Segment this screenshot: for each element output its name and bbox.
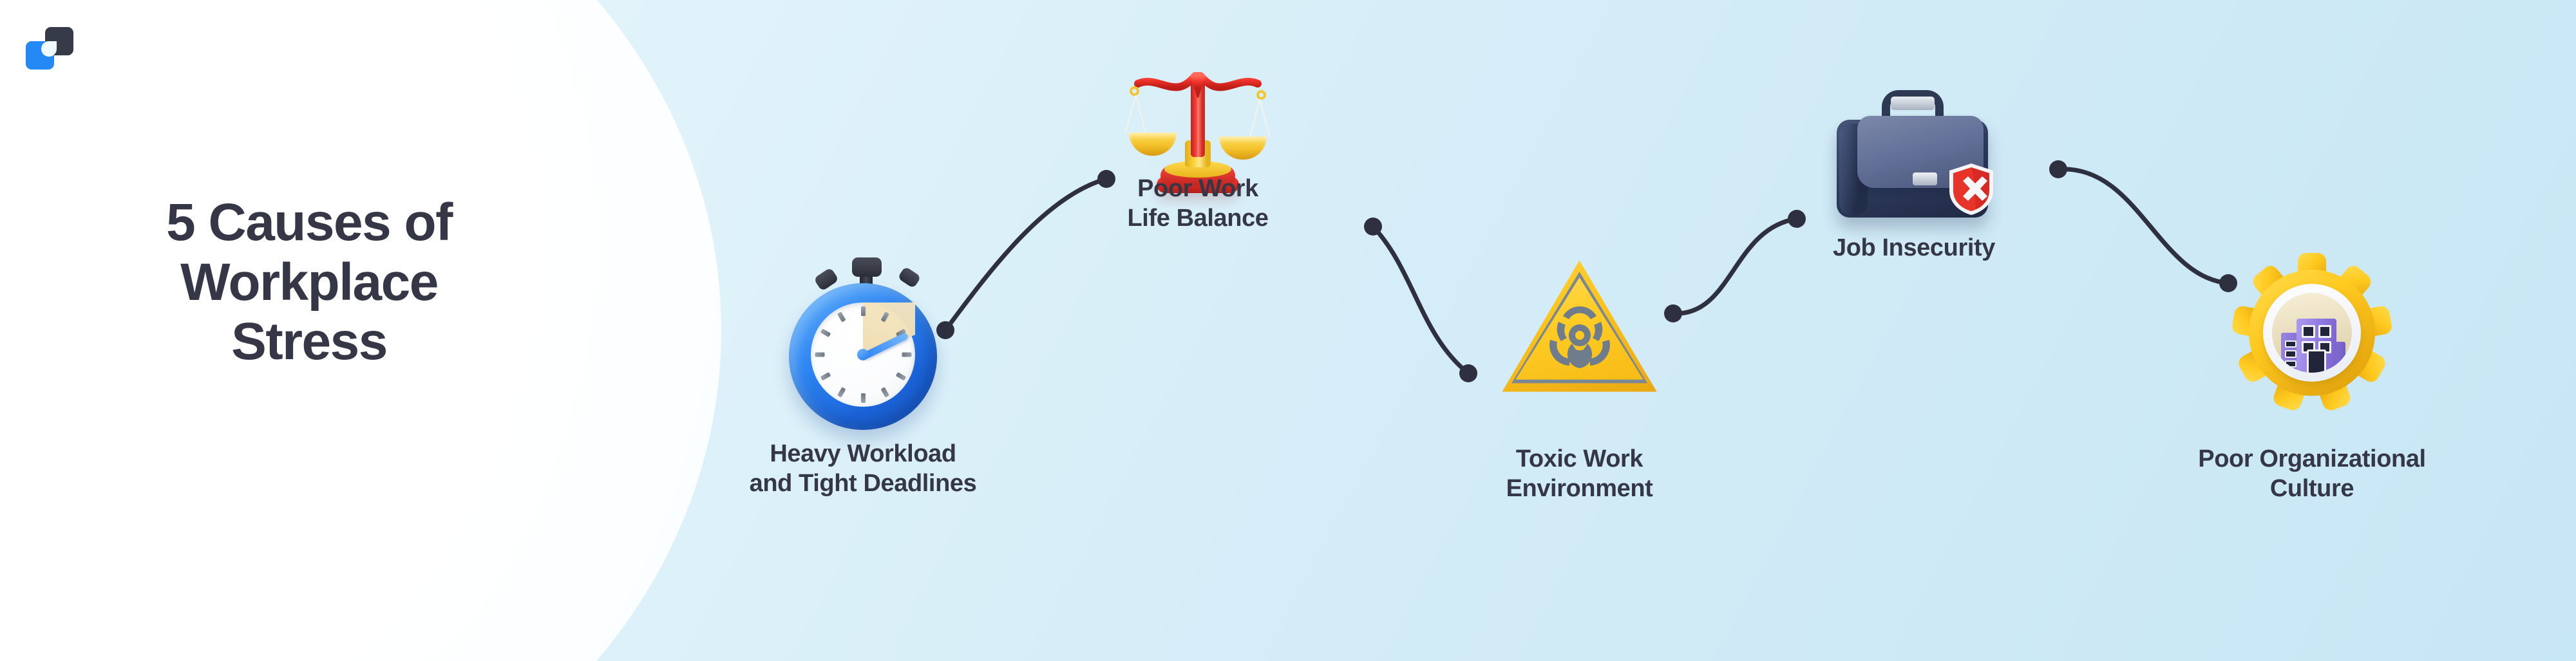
cause-label-2-line-1: Poor Work — [1137, 175, 1258, 202]
stopwatch-bezel — [789, 283, 937, 430]
stopwatch-right-button — [897, 266, 922, 289]
cause-label-3: Toxic Work Environment — [1439, 444, 1719, 504]
brand-logo[interactable] — [26, 27, 73, 70]
biohazard-symbol — [1549, 306, 1610, 369]
scales-post — [1191, 80, 1205, 157]
cause-item-3[interactable]: Toxic Work Environment — [1501, 257, 1658, 502]
scales-hook-right — [1256, 90, 1266, 100]
connector-4-5 — [2056, 167, 2231, 286]
cause-label-4-line-1: Job Insecurity — [1832, 234, 1996, 261]
stopwatch-crown — [852, 257, 882, 277]
gear-window — [2272, 293, 2352, 373]
connector-2-3 — [1370, 224, 1471, 376]
scales-pan-right — [1219, 136, 1267, 160]
balance-scales-icon — [1124, 58, 1271, 193]
page-title-line-3: Stress — [231, 312, 388, 371]
alert-shield-icon — [1949, 163, 1993, 215]
briefcase-handle-grip — [1890, 97, 1935, 110]
cause-item-1[interactable]: Heavy Workload and Tight Deadlines — [750, 257, 977, 497]
cause-label-5: Poor Organizational Culture — [2170, 444, 2454, 504]
page-title-line-2: Workplace — [180, 252, 439, 312]
cause-label-2-line-2: Life Balance — [1127, 205, 1269, 232]
stopwatch-dial — [811, 303, 915, 407]
cause-label-4: Job Insecurity — [1779, 233, 2049, 263]
briefcase-clasp — [1913, 172, 1937, 185]
page-title-line-1: 5 Causes of — [166, 193, 453, 252]
scales-hook-left — [1130, 86, 1139, 96]
logo-notch — [41, 41, 57, 57]
biohazard-warning-icon — [1501, 257, 1658, 400]
cause-label-5-line-2: Culture — [2269, 475, 2354, 503]
gear-building-icon — [2231, 252, 2392, 413]
cause-label-3-line-2: Environment — [1506, 475, 1653, 503]
briefcase-alert-icon — [1837, 90, 1993, 219]
cause-item-2[interactable]: Poor Work Life Balance — [1124, 58, 1271, 232]
cause-item-4[interactable]: Job Insecurity — [1833, 90, 1995, 261]
page-title: 5 Causes of Workplace Stress — [64, 193, 554, 372]
cause-label-1-line-2: and Tight Deadlines — [749, 470, 977, 498]
cause-label-1-line-1: Heavy Workload — [770, 440, 956, 467]
cause-label-5-line-1: Poor Organizational — [2198, 445, 2426, 472]
cause-label-1: Heavy Workload and Tight Deadlines — [724, 439, 1001, 499]
cause-label-3-line-1: Toxic Work — [1515, 445, 1643, 472]
cause-item-5[interactable]: Poor Organizational Culture — [2198, 252, 2426, 502]
scales-pan-left — [1129, 133, 1177, 156]
building-main — [2297, 319, 2336, 373]
cause-label-2: Poor Work Life Balance — [1056, 174, 1340, 234]
stopwatch-icon — [782, 257, 943, 431]
scales-beam — [1134, 72, 1262, 98]
stopwatch-pin — [857, 349, 869, 360]
building-door — [2307, 349, 2326, 373]
